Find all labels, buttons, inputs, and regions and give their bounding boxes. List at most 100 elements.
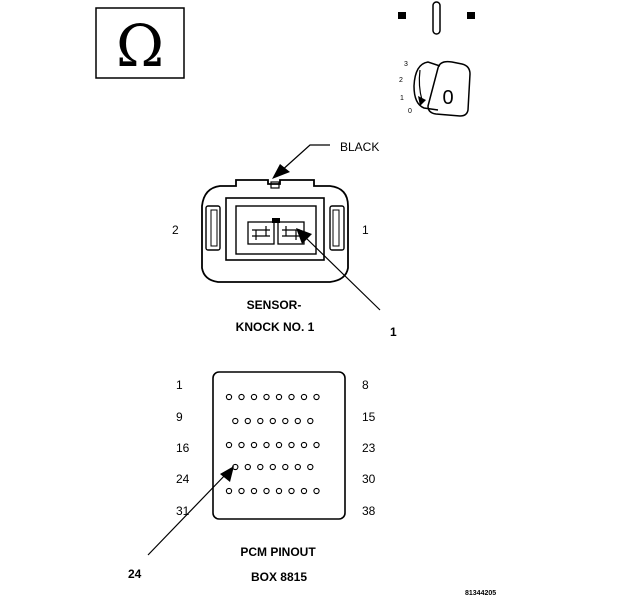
pcm-connector-body bbox=[212, 371, 346, 520]
pcm-row-end-label: 8 bbox=[362, 378, 369, 392]
pin-1-callout: 1 bbox=[296, 228, 397, 339]
pcm-row-end-label: 15 bbox=[362, 410, 376, 424]
key-pointer bbox=[418, 96, 426, 106]
connector-housing bbox=[201, 179, 349, 283]
pcm-pin bbox=[250, 441, 258, 449]
terminal-2-contact bbox=[252, 226, 270, 240]
side-lock-right bbox=[329, 205, 345, 251]
pin-24-leader-line bbox=[147, 471, 229, 556]
pcm-pin bbox=[225, 393, 233, 401]
key-blade-detail bbox=[418, 69, 423, 101]
pcm-pin bbox=[288, 393, 295, 401]
pcm-pin bbox=[294, 417, 301, 425]
pin-1-leader-arrow bbox=[296, 228, 312, 244]
pcm-pin bbox=[313, 441, 320, 449]
pcm-pin bbox=[225, 487, 233, 495]
ohm-icon: Ω bbox=[116, 12, 164, 80]
pcm-pin bbox=[250, 393, 258, 401]
pcm-pin bbox=[263, 441, 270, 449]
pcm-row-end-label: 30 bbox=[362, 472, 376, 486]
pcm-pin bbox=[238, 487, 245, 495]
pcm-row-start-labels: 1 9 16 24 31 bbox=[176, 378, 190, 518]
connector-cavity-inner bbox=[235, 205, 317, 255]
pcm-pin bbox=[313, 487, 320, 495]
pcm-pin bbox=[307, 463, 314, 471]
terminal-2 bbox=[247, 221, 275, 245]
pcm-pin bbox=[250, 487, 258, 495]
pcm-title-line2: BOX 8815 bbox=[251, 570, 307, 584]
pcm-pin bbox=[238, 441, 245, 449]
ohm-icon-frame bbox=[95, 7, 185, 79]
pin-1-leader-line bbox=[303, 235, 381, 311]
key-position-value: 0 bbox=[442, 87, 453, 109]
connector-pin-2-label: 2 bbox=[172, 223, 179, 237]
terminal-1-contact bbox=[282, 226, 300, 240]
pcm-pin-grid bbox=[225, 393, 320, 495]
pcm-row-start-label: 16 bbox=[176, 441, 190, 455]
switch-position-labels: 3 2 1 0 bbox=[399, 61, 412, 115]
pcm-pin bbox=[313, 393, 320, 401]
pcm-pin bbox=[232, 417, 239, 425]
switch-position-1: 1 bbox=[400, 95, 404, 102]
switch-position-3: 3 bbox=[404, 61, 408, 68]
pcm-pin bbox=[244, 417, 251, 425]
pcm-pin bbox=[282, 463, 289, 471]
knock-sensor-connector: 2 1 bbox=[172, 179, 369, 283]
pcm-pin bbox=[225, 441, 233, 449]
connector-title-line2: KNOCK NO. 1 bbox=[236, 320, 315, 334]
pcm-pin bbox=[282, 417, 289, 425]
pcm-pin bbox=[300, 441, 308, 449]
pcm-row-start-label: 31 bbox=[176, 504, 190, 518]
pcm-pinout: 1 9 16 24 31 8 15 23 30 38 bbox=[176, 371, 376, 520]
pcm-pin bbox=[238, 393, 245, 401]
pcm-pin bbox=[257, 463, 264, 471]
connector-cavity-outer bbox=[225, 197, 325, 261]
connector-latch-tab bbox=[270, 181, 280, 189]
switch-position-0: 0 bbox=[408, 108, 412, 115]
connector-title-line1: SENSOR- bbox=[247, 298, 302, 312]
pcm-title-line1: PCM PINOUT bbox=[240, 545, 316, 559]
figure-id: 81344205 bbox=[465, 590, 496, 597]
key-blade bbox=[413, 61, 441, 111]
pcm-pin bbox=[300, 393, 308, 401]
pcm-row-end-labels: 8 15 23 30 38 bbox=[362, 378, 376, 518]
pcm-row-start-label: 24 bbox=[176, 472, 190, 486]
pcm-pin bbox=[269, 463, 276, 471]
terminal-key bbox=[272, 218, 280, 223]
pcm-pin bbox=[300, 487, 308, 495]
connector-terminals bbox=[247, 218, 305, 245]
pcm-row-start-label: 9 bbox=[176, 410, 183, 424]
pin-1-callout-number: 1 bbox=[390, 325, 397, 339]
pcm-row-start-label: 1 bbox=[176, 378, 183, 392]
pcm-pin bbox=[288, 441, 295, 449]
side-lock-right-inner bbox=[332, 209, 340, 247]
pcm-pin bbox=[275, 487, 283, 495]
pcm-pin bbox=[294, 463, 301, 471]
pcm-pin bbox=[307, 417, 314, 425]
pcm-pin bbox=[263, 487, 270, 495]
pin-24-callout-number: 24 bbox=[128, 567, 142, 581]
pcm-pin bbox=[263, 393, 270, 401]
pcm-pin bbox=[269, 417, 276, 425]
pcm-pin bbox=[275, 393, 283, 401]
key-head bbox=[427, 60, 471, 117]
color-leader-line bbox=[279, 144, 330, 173]
connector-pin-1-label: 1 bbox=[362, 223, 369, 237]
ohmmeter-symbol: Ω bbox=[95, 7, 185, 80]
pin-24-callout: 24 bbox=[128, 466, 234, 581]
indicator-left-mark bbox=[398, 12, 406, 19]
pin-24-leader-arrow bbox=[220, 466, 234, 482]
pcm-row-end-label: 23 bbox=[362, 441, 376, 455]
pcm-pin bbox=[244, 463, 251, 471]
key-switch-icon: 3 2 1 0 0 bbox=[398, 1, 475, 117]
pcm-pin bbox=[257, 417, 264, 425]
pcm-pin bbox=[288, 487, 295, 495]
indicator-slot bbox=[432, 1, 441, 35]
color-leader-arrow bbox=[272, 164, 290, 179]
indicator-right-mark bbox=[467, 12, 475, 19]
side-lock-left-inner bbox=[210, 209, 218, 247]
switch-position-2: 2 bbox=[399, 77, 403, 84]
side-lock-left bbox=[205, 205, 221, 251]
pcm-pin bbox=[275, 441, 283, 449]
